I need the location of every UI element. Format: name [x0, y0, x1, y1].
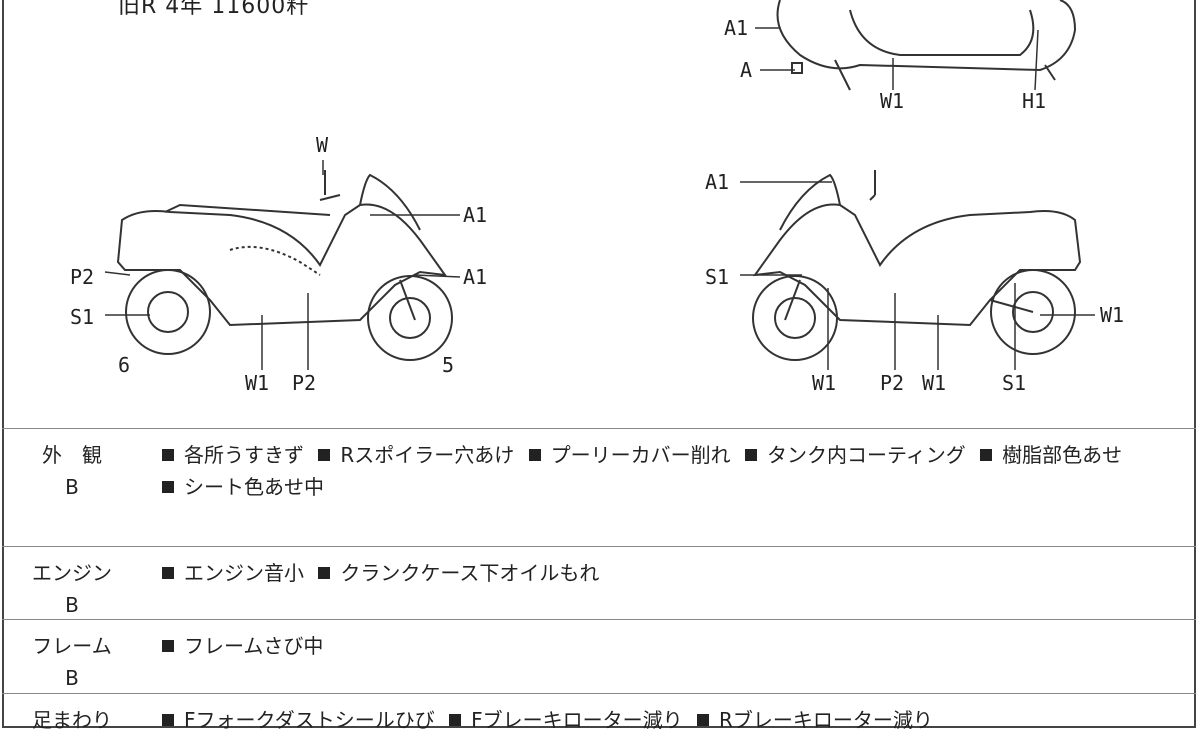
label-right: S1 — [1002, 371, 1026, 395]
item: 各所うすきず — [184, 443, 304, 467]
bullet-icon — [318, 449, 331, 461]
bullet-icon — [528, 449, 541, 461]
bullet-icon — [162, 640, 174, 652]
item: Rスポイラー穴あけ — [340, 443, 515, 467]
item: フレームさび中 — [184, 634, 324, 658]
bullet-icon — [162, 714, 174, 726]
row-exterior: 外 観 B 各所うすきず Rスポイラー穴あけ プーリーカバー削れ タンク内コーティ… — [2, 428, 1196, 546]
row-grade: B — [65, 666, 79, 690]
bullet-icon — [696, 714, 709, 726]
item: 樹脂部色あせ — [1002, 443, 1123, 467]
bullet-icon — [162, 449, 174, 461]
vehicle-info: 旧R 4年 11600粁 — [118, 0, 310, 19]
damage-diagram: A1 A W1 H1 W A1 A1 P2 S1 6 W1 P2 5 A1 S1… — [70, 0, 1124, 395]
label-left: P2 — [70, 265, 94, 289]
row-label: エンジン — [32, 561, 112, 585]
item: Fブレーキローター減り — [471, 708, 683, 732]
label-top: A — [740, 58, 752, 82]
label-right: W1 — [1100, 303, 1124, 327]
item: エンジン音小 — [184, 561, 304, 585]
item: タンク内コーティング — [766, 443, 966, 467]
label-left: S1 — [70, 305, 94, 329]
label-left: A1 — [463, 265, 487, 289]
label-right: P2 — [880, 371, 904, 395]
label-right: W1 — [812, 371, 836, 395]
item: Rブレーキローター減り — [718, 708, 933, 732]
label-left: 6 — [118, 353, 130, 377]
label-right: W1 — [922, 371, 946, 395]
label-left: P2 — [292, 371, 316, 395]
scooter-top-view — [776, 0, 1077, 91]
row-engine: エンジン B エンジン音小 クランクケース下オイルもれ — [2, 546, 1196, 619]
row-suspension: 足まわり Fフォークダストシールひび Fブレーキローター減り Rブレーキローター… — [2, 693, 1196, 753]
row-label: 外 観 — [42, 443, 102, 467]
scooter-right-view — [752, 170, 1082, 361]
row-grade: B — [65, 593, 79, 617]
item: Fフォークダストシールひび — [184, 708, 435, 732]
label-left: 5 — [442, 353, 454, 377]
label-top: A1 — [724, 16, 748, 40]
bullet-icon — [744, 449, 757, 461]
row-frame: フレーム B フレームさび中 — [2, 619, 1196, 693]
item: クランクケース下オイルもれ — [340, 561, 600, 585]
row-label: フレーム — [32, 634, 112, 658]
bullet-icon — [162, 481, 174, 493]
label-left: A1 — [463, 203, 487, 227]
item: シート色あせ中 — [184, 475, 324, 499]
label-left: W1 — [245, 371, 269, 395]
row-label: 足まわり — [32, 708, 112, 732]
bullet-icon — [449, 714, 462, 726]
scooter-left-view — [116, 170, 453, 361]
label-left: W — [316, 133, 329, 157]
row-grade: B — [65, 475, 79, 499]
bullet-icon — [318, 567, 331, 579]
bullet-icon — [162, 567, 174, 579]
label-right: A1 — [705, 170, 729, 194]
label-top: W1 — [880, 89, 904, 113]
bullet-icon — [980, 449, 993, 461]
item: プーリーカバー削れ — [550, 443, 731, 467]
label-right: S1 — [705, 265, 729, 289]
label-top: H1 — [1022, 89, 1046, 113]
